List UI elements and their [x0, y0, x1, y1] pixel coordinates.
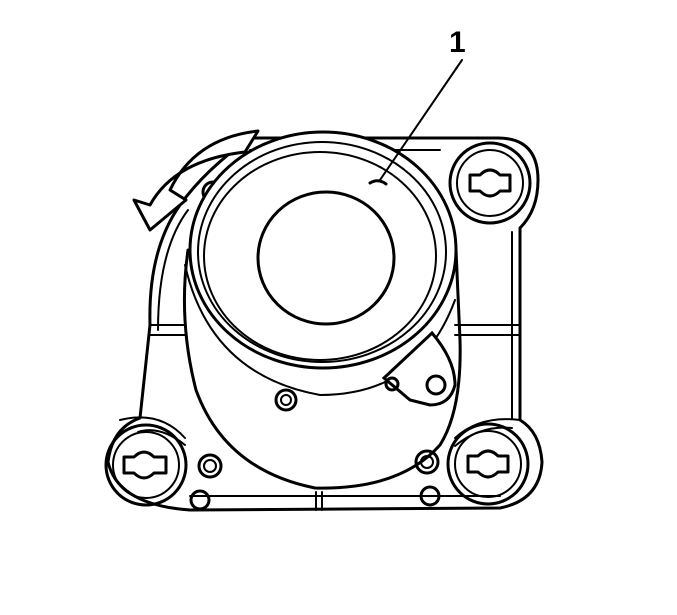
callout-1-label: 1: [449, 26, 466, 59]
cap-center-opening: [256, 190, 396, 326]
retaining-tab-hole: [425, 374, 447, 396]
callout-1-leader: [379, 59, 463, 181]
plate-bolt-holes: [189, 180, 441, 511]
cap-ring-2: [197, 141, 447, 363]
retaining-tab-pin: [384, 376, 400, 392]
bottom-left-mount-hole: [104, 423, 188, 507]
cap-alignment-mark: [368, 179, 388, 186]
bottom-right-mount-hole: [446, 422, 530, 506]
top-right-mount-hole: [448, 141, 532, 225]
rotation-arrow: [132, 129, 260, 232]
cap-outer-ring: [188, 130, 458, 370]
retaining-tab: [381, 330, 457, 407]
cap-ring-3: [203, 151, 437, 361]
housing-body: [182, 248, 462, 490]
base-plate-outline: [106, 136, 544, 512]
base-plate-ribs: [119, 324, 521, 511]
